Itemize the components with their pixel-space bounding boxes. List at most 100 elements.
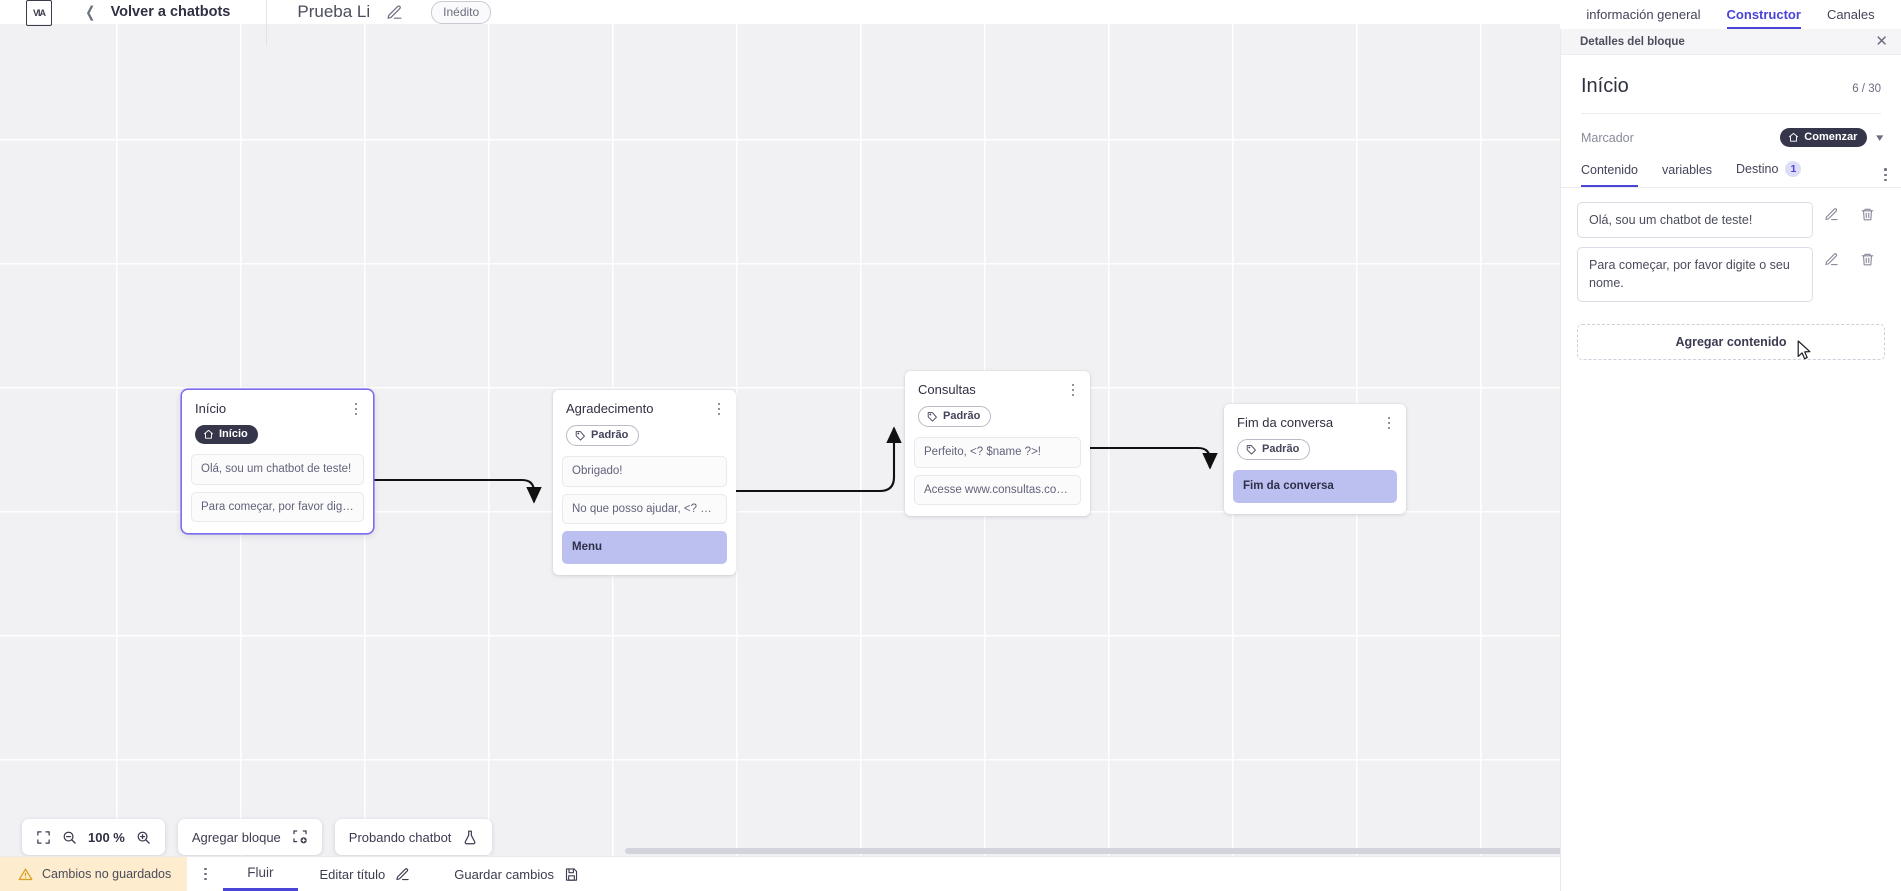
panel-divider (1581, 113, 1881, 114)
panel-tab-label: Contenido (1581, 163, 1638, 178)
chevron-left-icon[interactable]: ❮ (85, 3, 96, 21)
pencil-icon (396, 867, 409, 880)
pencil-icon[interactable] (386, 4, 403, 21)
node-bubble-menu[interactable]: Fim da conversa (1233, 470, 1397, 503)
unsaved-changes-badge: Cambios no guardados (0, 857, 188, 891)
add-content-button[interactable]: Agregar contenido (1577, 323, 1885, 360)
panel-tab-label: variables (1662, 163, 1713, 178)
bottom-status-bar: Cambios no guardados Fluir Editar título… (0, 856, 1560, 891)
zoom-in-icon[interactable] (136, 830, 151, 845)
node-body: Perfeito, <? $name ?>! Acesse www.consul… (905, 437, 1090, 516)
node-menu-kebab-icon[interactable] (348, 400, 364, 418)
flow-node-consultas[interactable]: Consultas Padrão Perfeito, <? $name ?>! … (905, 371, 1090, 517)
node-menu-kebab-icon[interactable] (1381, 414, 1397, 432)
back-to-chatbots-link[interactable]: Volver a chatbots (110, 4, 231, 20)
node-tag-label: Padrão (1262, 443, 1300, 456)
trash-icon[interactable] (1849, 207, 1885, 222)
content-item-text[interactable]: Para começar, por favor digite o seu nom… (1577, 247, 1813, 302)
node-menu-kebab-icon[interactable] (711, 400, 727, 418)
edit-title-label: Editar título (319, 866, 386, 882)
panel-tab-contenido[interactable]: Contenido (1581, 163, 1638, 188)
edge-agradecimento-consultas (736, 426, 902, 493)
node-header: Fim da conversa Padrão (1224, 404, 1406, 471)
node-header: Agradecimento Padrão (553, 390, 736, 457)
header-divider (266, 0, 268, 46)
node-body: Olá, sou um chatbot de teste! Para começ… (182, 454, 373, 533)
tab-fluir[interactable]: Fluir (223, 857, 298, 891)
add-block-icon (292, 829, 308, 845)
edit-title-button[interactable]: Editar título (298, 857, 433, 891)
home-icon (1789, 133, 1799, 142)
panel-tab-label: Destino (1736, 162, 1779, 177)
flow-canvas[interactable]: Início Início Olá, sou um chatbot de tes… (0, 24, 1560, 856)
tag-icon (927, 412, 937, 422)
panel-titlebar-label: Detalles del bloque (1580, 35, 1685, 48)
close-icon[interactable]: ✕ (1875, 33, 1888, 50)
tab-canales[interactable]: Canales (1826, 7, 1875, 22)
app-logo-icon[interactable]: VIA (26, 0, 52, 26)
panel-marker-row: Marcador Comenzar ▾ (1561, 114, 1901, 148)
block-details-panel: Detalles del bloque ✕ Início 6 / 30 Marc… (1560, 29, 1901, 891)
chevron-down-icon[interactable]: ▾ (1876, 132, 1884, 145)
panel-counter: 6 / 30 (1852, 83, 1881, 95)
edge-inicio-agradecimento (373, 478, 542, 504)
node-title: Consultas (918, 382, 976, 397)
content-item-actions (1813, 247, 1885, 267)
node-tag-padrao: Padrão (1237, 439, 1311, 461)
content-item-text[interactable]: Olá, sou um chatbot de teste! (1577, 202, 1813, 239)
home-icon (203, 430, 214, 440)
zoom-out-icon[interactable] (62, 830, 77, 845)
trash-icon[interactable] (1849, 252, 1885, 267)
fit-screen-icon[interactable] (36, 830, 51, 845)
flow-node-agradecimento[interactable]: Agradecimento Padrão Obrigado! No que po… (553, 390, 736, 575)
node-menu-kebab-icon[interactable] (1065, 381, 1081, 399)
tag-icon (1246, 445, 1256, 455)
right-top-tabs: información general Constructor Canales (1560, 0, 1901, 29)
node-bubble[interactable]: Perfeito, <? $name ?>! (914, 437, 1081, 468)
flask-icon (462, 829, 478, 846)
node-bubble[interactable]: Para começar, por favor digite o ... (191, 491, 364, 523)
node-body: Obrigado! No que posso ajudar, <? $name … (553, 456, 736, 574)
test-chatbot-button[interactable]: Probando chatbot (334, 819, 493, 855)
node-bubble[interactable]: Obrigado! (562, 456, 727, 487)
panel-tab-destino[interactable]: Destino 1 (1736, 161, 1802, 187)
add-block-label: Agregar bloque (191, 829, 281, 845)
status-bar-kebab-icon[interactable] (187, 857, 223, 891)
node-bubble[interactable]: Acesse www.consultas.com par... (914, 474, 1081, 506)
panel-tabs-kebab-icon[interactable] (1884, 168, 1887, 182)
marker-badge[interactable]: Comenzar (1780, 128, 1868, 148)
marker-badge-label: Comenzar (1804, 131, 1858, 143)
flow-node-fim-da-conversa[interactable]: Fim da conversa Padrão Fim da conversa (1224, 404, 1406, 514)
save-changes-button[interactable]: Guardar cambios (432, 857, 601, 891)
canvas-float-toolbar: 100 % Agregar bloque Probando chatbot (22, 819, 493, 855)
panel-title-row: Início 6 / 30 (1561, 55, 1901, 98)
tab-constructor[interactable]: Constructor (1726, 7, 1801, 29)
warning-triangle-icon (18, 868, 33, 880)
node-bubble[interactable]: No que posso ajudar, <? $name ... (562, 493, 727, 525)
node-title: Início (195, 401, 227, 416)
save-disk-icon (565, 867, 578, 881)
marker-label: Marcador (1581, 130, 1634, 145)
node-tag-padrao: Padrão (918, 406, 992, 428)
unsaved-changes-label: Cambios no guardados (42, 867, 172, 881)
scrollbar-thumb[interactable] (625, 848, 1580, 854)
flow-node-inicio[interactable]: Início Início Olá, sou um chatbot de tes… (182, 390, 373, 534)
canvas-horizontal-scrollbar[interactable] (0, 847, 1580, 856)
pencil-icon[interactable] (1813, 252, 1849, 267)
node-bubble[interactable]: Olá, sou um chatbot de teste! (191, 454, 364, 485)
node-bubble-menu[interactable]: Menu (562, 531, 727, 564)
marker-value-group[interactable]: Comenzar ▾ (1780, 128, 1884, 148)
node-tag-label: Padrão (591, 429, 629, 442)
panel-tabs: Contenido variables Destino 1 (1561, 147, 1901, 189)
destino-count-badge: 1 (1785, 161, 1802, 178)
panel-tab-variables[interactable]: variables (1662, 163, 1712, 187)
content-item: Olá, sou um chatbot de teste! (1577, 202, 1885, 239)
node-header: Início Início (182, 390, 373, 455)
zoom-level-value: 100 % (88, 829, 125, 845)
tab-informacion-general[interactable]: información general (1586, 7, 1701, 22)
pencil-icon[interactable] (1813, 207, 1849, 222)
panel-content-list: Olá, sou um chatbot de teste! Para começ… (1561, 188, 1901, 302)
add-block-button[interactable]: Agregar bloque (177, 819, 322, 855)
content-item-actions (1813, 202, 1885, 222)
panel-block-title: Início (1581, 75, 1629, 97)
